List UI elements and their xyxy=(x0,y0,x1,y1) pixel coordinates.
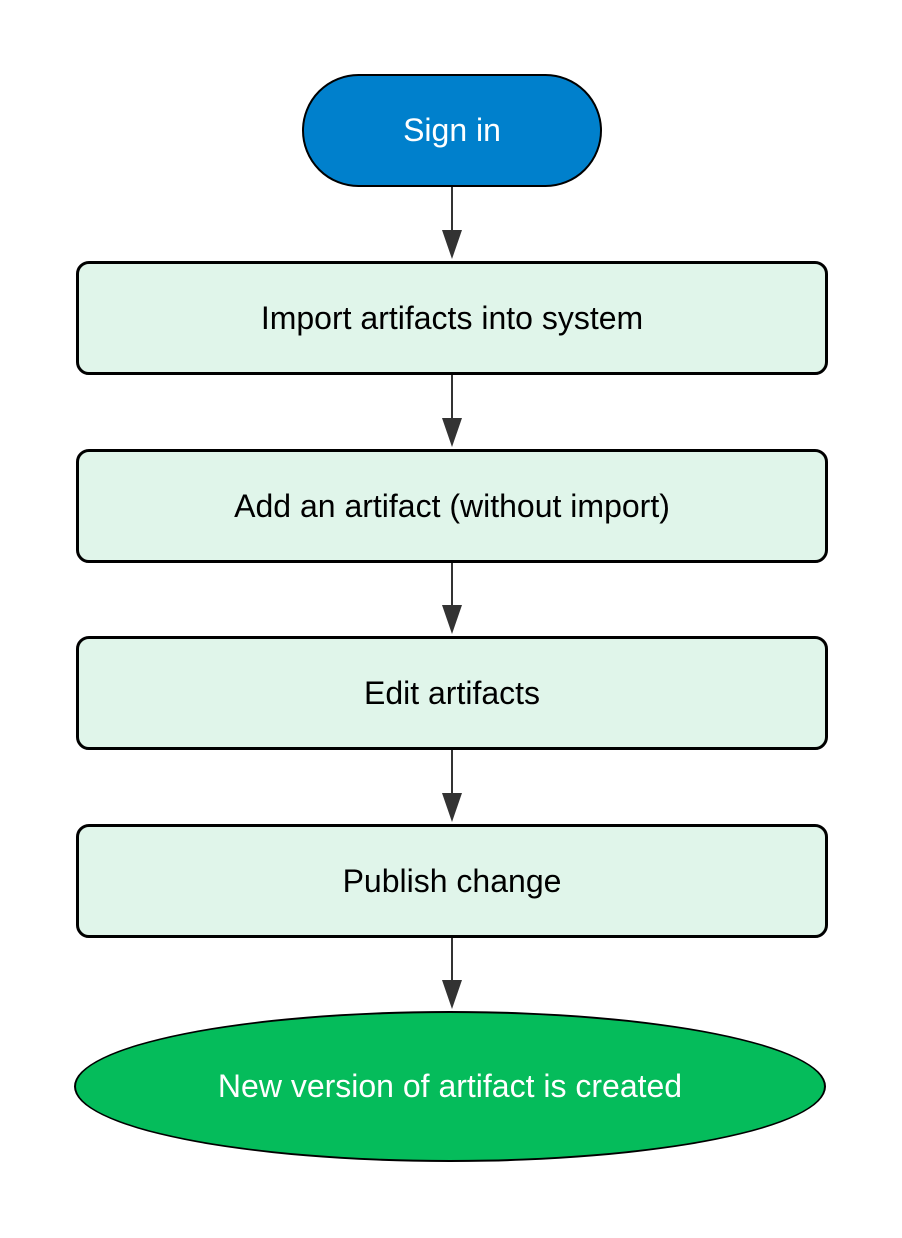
arrowhead-icon xyxy=(442,980,462,1009)
connector-step-1-to-step-2 xyxy=(442,375,462,447)
connector-step-2-to-step-3 xyxy=(442,562,462,634)
arrowhead-icon xyxy=(442,793,462,822)
process-step-label: Import artifacts into system xyxy=(260,299,644,336)
process-step-import: Import artifacts into system xyxy=(76,261,828,375)
arrowhead-icon xyxy=(442,418,462,447)
end-label: New version of artifact is created xyxy=(217,1068,683,1105)
process-step-label: Publish change xyxy=(342,862,562,899)
start-label: Sign in xyxy=(403,112,501,149)
end-terminator: New version of artifact is created xyxy=(74,1011,826,1162)
process-step-label: Add an artifact (without import) xyxy=(234,487,670,524)
connector-start-to-step-1 xyxy=(442,187,462,259)
arrowhead-icon xyxy=(442,230,462,259)
arrowhead-icon xyxy=(442,605,462,634)
process-step-publish: Publish change xyxy=(76,824,828,938)
connector-step-4-to-end xyxy=(442,937,462,1009)
connector-step-3-to-step-4 xyxy=(442,750,462,822)
process-step-edit: Edit artifacts xyxy=(76,636,828,750)
process-step-label: Edit artifacts xyxy=(363,674,541,711)
start-terminator: Sign in xyxy=(302,74,602,187)
process-step-add-artifact: Add an artifact (without import) xyxy=(76,449,828,563)
